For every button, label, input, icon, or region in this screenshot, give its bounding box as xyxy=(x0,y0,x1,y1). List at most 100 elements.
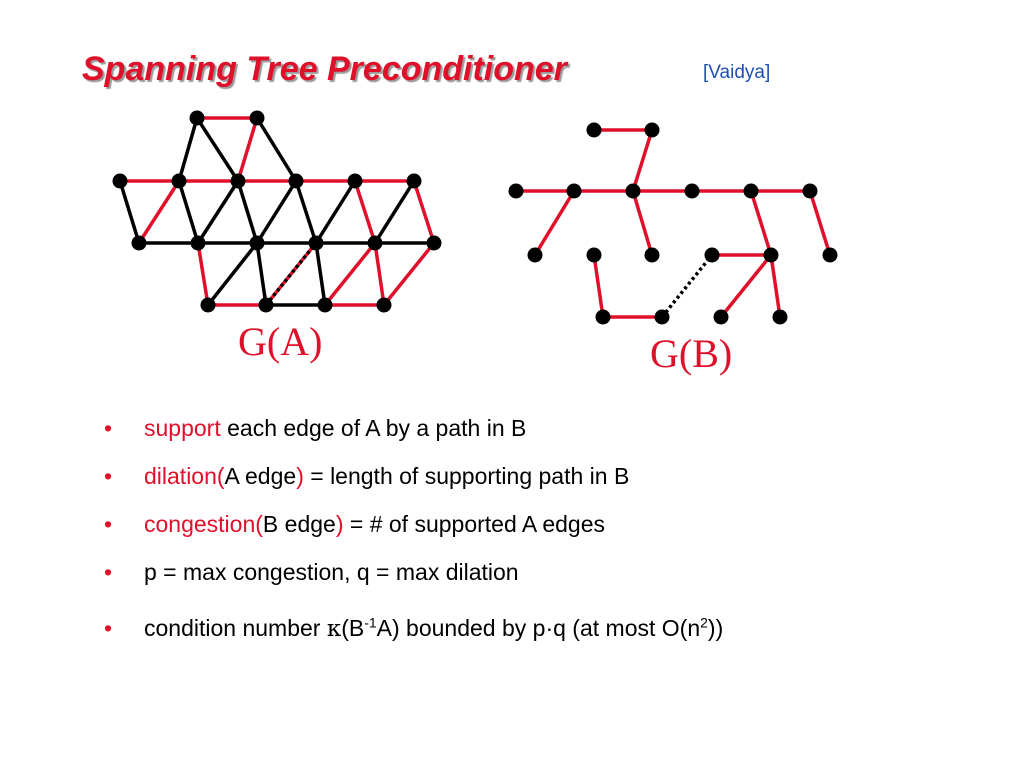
bullet-marker: • xyxy=(104,559,113,585)
graph-b-node xyxy=(595,309,611,325)
graph-b-node xyxy=(644,122,660,138)
graph-a-edge xyxy=(255,180,298,244)
graph-b-edge xyxy=(533,190,576,256)
graph-a-edge xyxy=(314,242,327,306)
graph-a-edge xyxy=(382,241,436,307)
graph-a-edge xyxy=(294,180,318,244)
graph-a-node xyxy=(189,110,205,126)
bullet-dilation: • dilation(A edge) = length of supporting… xyxy=(104,456,723,504)
bullet-text: p = max congestion, q = max dilation xyxy=(144,559,519,585)
slide-title: Spanning Tree Preconditioner xyxy=(82,50,567,88)
bullet-text: = length of supporting path in B xyxy=(303,463,630,489)
graph-b-node xyxy=(586,247,602,263)
graph-b-node xyxy=(763,247,779,263)
graph-a-edge xyxy=(196,180,240,244)
graph-a-edge xyxy=(195,117,240,182)
graph-a-edge xyxy=(177,117,199,182)
graph-a-edge xyxy=(314,180,357,244)
graph-b-edge xyxy=(719,253,773,319)
graph-b-node xyxy=(654,309,670,325)
graph-a-edge xyxy=(177,180,200,244)
graph-a-edge xyxy=(236,180,259,244)
graph-b-edge xyxy=(631,129,654,192)
graph-a-edge xyxy=(236,117,259,182)
graph-a-node xyxy=(171,173,187,189)
graph-a-edge xyxy=(373,242,386,306)
graph-a-edge xyxy=(323,241,377,307)
graph-a-node xyxy=(258,297,274,313)
graph-a-node xyxy=(426,235,442,251)
graph-a-dotted-edge xyxy=(264,241,318,307)
bullet-marker: • xyxy=(104,615,113,641)
graph-a-node xyxy=(230,173,246,189)
graph-a-node xyxy=(249,110,265,126)
superscript-inverse: -1 xyxy=(364,614,377,631)
graph-b-edge xyxy=(749,190,773,256)
math-close: )) xyxy=(707,615,724,641)
graph-a-edge xyxy=(255,117,298,182)
graph-a-node xyxy=(288,173,304,189)
citation: [Vaidya] xyxy=(703,62,771,83)
graph-a-node xyxy=(131,235,147,251)
bullet-pq: • p = max congestion, q = max dilation xyxy=(104,552,723,600)
bullet-list: • support each edge of A by a path in B •… xyxy=(104,408,723,656)
bullet-congestion: •congestion(B edge) = # of supported A e… xyxy=(104,504,723,552)
graph-a-edge xyxy=(118,180,141,244)
graph-b-node xyxy=(704,247,720,263)
bullet-text: each edge of A by a path in B xyxy=(220,415,527,441)
graph-b-node xyxy=(644,247,660,263)
graph-a-node xyxy=(347,173,363,189)
graph-b-edge xyxy=(808,190,832,256)
graph-a-node xyxy=(406,173,422,189)
graph-a-node xyxy=(317,297,333,313)
graph-b-node xyxy=(772,309,788,325)
graph-a-node xyxy=(190,235,206,251)
term-dilation: dilation( xyxy=(144,463,225,489)
graph-b-node xyxy=(802,183,818,199)
graph-b-node xyxy=(586,122,602,138)
bullet-marker: • xyxy=(104,415,113,441)
graph-b-node xyxy=(625,183,641,199)
graph-b-node xyxy=(743,183,759,199)
bullet-text: = # of supported A edges xyxy=(343,511,606,537)
graph-a-node xyxy=(200,297,216,313)
graph-a-edge xyxy=(196,242,210,306)
graph-b-node xyxy=(684,183,700,199)
superscript-square: 2 xyxy=(700,614,708,631)
bullet-marker: • xyxy=(104,511,113,537)
bullet-condition-number: • condition number κ(B-1A) bounded by p·q… xyxy=(104,608,723,656)
bullet-support: • support each edge of A by a path in B xyxy=(104,408,723,456)
graph-b-node xyxy=(527,247,543,263)
graph-b-node xyxy=(822,247,838,263)
bullet-arg: B edge xyxy=(262,511,336,537)
paren-close: ) xyxy=(296,463,304,489)
graph-a-node xyxy=(367,235,383,251)
graph-a-edge xyxy=(353,180,377,244)
graph-a-edge xyxy=(255,242,268,306)
graph-a-node xyxy=(376,297,392,313)
graph-b-node xyxy=(508,183,524,199)
term-support: support xyxy=(144,415,221,441)
graph-a-node xyxy=(249,235,265,251)
graph-b-node xyxy=(566,183,582,199)
graph-b-edge xyxy=(631,190,654,256)
bullet-marker: • xyxy=(104,463,113,489)
graph-b-node xyxy=(713,309,729,325)
kappa-symbol: κ xyxy=(326,616,342,642)
graphs-figure xyxy=(112,110,838,325)
bullet-arg: A edge xyxy=(224,463,297,489)
math-open: (B xyxy=(341,615,365,641)
graph-a-edge xyxy=(412,180,436,244)
graph-a-label: G(A) xyxy=(238,319,323,364)
graph-a-edge xyxy=(206,241,259,307)
graph-b-edge xyxy=(592,254,605,318)
graph-a-node xyxy=(308,235,324,251)
graph-b-edge xyxy=(769,254,782,318)
graph-b-label: G(B) xyxy=(650,331,733,376)
graph-b-dotted-edge xyxy=(660,253,714,319)
bullet-text: condition number xyxy=(144,615,327,641)
math-mid: A) bounded by p·q (at most O(n xyxy=(376,615,701,641)
graph-a-edge xyxy=(373,180,416,244)
graph-a-edge xyxy=(137,180,181,244)
graph-a-node xyxy=(112,173,128,189)
